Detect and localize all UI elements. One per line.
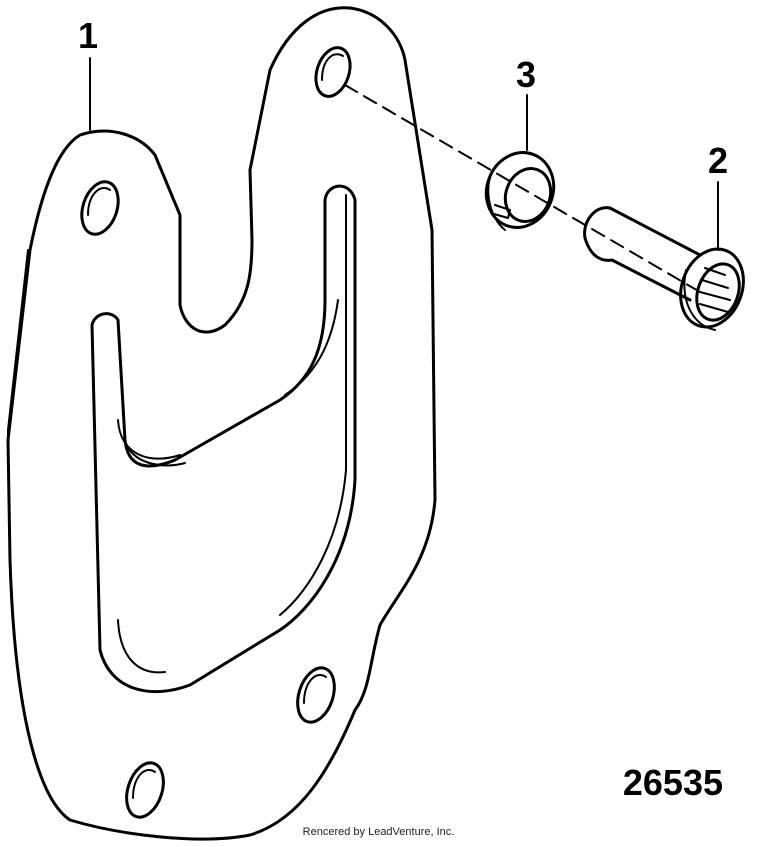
assembly-axis <box>344 84 701 293</box>
stud-bolt <box>583 206 745 331</box>
callout-2-label: 2 <box>708 140 729 181</box>
render-credit: Rencered by LeadVenture, Inc. <box>302 826 455 838</box>
callout-1-label: 1 <box>78 15 99 56</box>
mounting-plate <box>6 6 437 841</box>
lock-washer <box>484 151 556 231</box>
plate-hole-bottom-left <box>125 761 165 819</box>
figure-number: 26535 <box>622 762 723 803</box>
plate-hole-bottom-right <box>296 666 336 724</box>
plate-hole-top-right <box>314 46 352 98</box>
plate-cutout <box>90 184 357 693</box>
plate-hole-top-left <box>80 180 120 236</box>
callout-3-label: 3 <box>516 54 537 95</box>
